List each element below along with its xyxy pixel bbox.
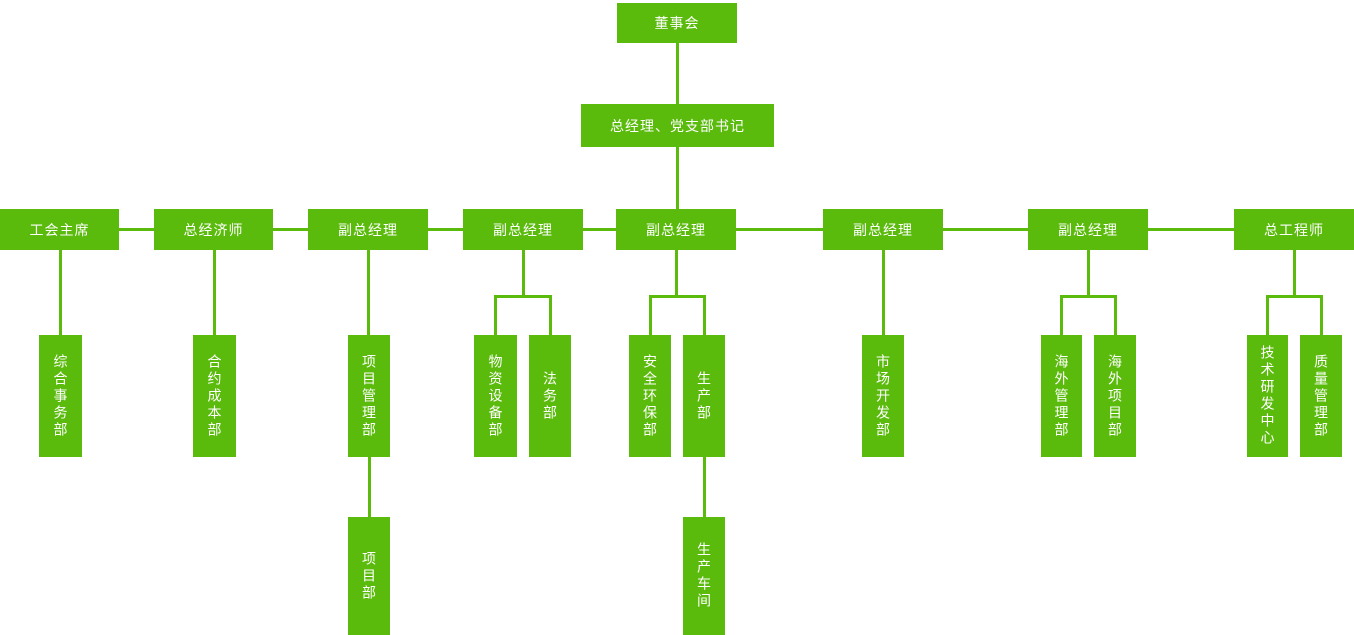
connector-line — [426, 227, 465, 231]
connector-line — [1059, 296, 1063, 335]
connector-line — [1319, 296, 1323, 335]
connector-line — [58, 250, 62, 335]
connector-line — [1265, 294, 1323, 298]
org-node-deputy-gm-5: 副总经理 — [1028, 209, 1148, 250]
org-node-tech-rd-center: 技术研发中心 — [1247, 335, 1288, 457]
org-node-production: 生产部 — [683, 335, 725, 457]
org-node-quality-mgmt: 质量管理部 — [1300, 335, 1342, 457]
connector-line — [702, 457, 706, 517]
org-node-materials-equip: 物资设备部 — [474, 335, 517, 457]
org-node-chief-economist: 总经济师 — [154, 209, 273, 250]
org-node-project-mgmt: 项目管理部 — [348, 335, 390, 457]
connector-line — [1265, 296, 1269, 335]
connector-line — [493, 296, 497, 335]
connector-line — [521, 250, 525, 296]
connector-line — [675, 43, 679, 104]
org-node-workshop: 生产车间 — [683, 517, 725, 635]
org-node-deputy-gm-1: 副总经理 — [308, 209, 428, 250]
connector-line — [581, 227, 618, 231]
org-node-deputy-gm-4: 副总经理 — [823, 209, 943, 250]
connector-line — [1146, 227, 1236, 231]
org-node-gm: 总经理、党支部书记 — [581, 104, 774, 147]
org-node-general-affairs: 综合事务部 — [39, 335, 82, 457]
connector-line — [1113, 296, 1117, 335]
org-node-board: 董事会 — [617, 3, 737, 43]
org-node-contract-cost: 合约成本部 — [193, 335, 236, 457]
connector-line — [1086, 250, 1090, 296]
org-node-market-dev: 市场开发部 — [862, 335, 904, 457]
connector-line — [674, 250, 678, 296]
org-node-legal: 法务部 — [529, 335, 571, 457]
connector-line — [117, 227, 156, 231]
org-node-overseas-project: 海外项目部 — [1094, 335, 1136, 457]
connector-line — [648, 296, 652, 335]
org-node-overseas-mgmt: 海外管理部 — [1041, 335, 1082, 457]
connector-line — [941, 227, 1030, 231]
org-node-deputy-gm-3: 副总经理 — [616, 209, 736, 250]
connector-line — [548, 296, 552, 335]
connector-line — [734, 227, 825, 231]
connector-line — [367, 457, 371, 517]
connector-line — [1292, 250, 1296, 296]
connector-line — [271, 227, 310, 231]
org-node-safety-env: 安全环保部 — [629, 335, 671, 457]
connector-line — [1059, 294, 1117, 298]
connector-line — [648, 294, 706, 298]
connector-line — [675, 147, 679, 209]
connector-line — [212, 250, 216, 335]
connector-line — [366, 250, 370, 335]
connector-line — [493, 294, 552, 298]
org-node-union-chairman: 工会主席 — [0, 209, 119, 250]
org-node-chief-engineer: 总工程师 — [1234, 209, 1354, 250]
connector-line — [881, 250, 885, 335]
org-node-project-dept: 项目部 — [348, 517, 390, 635]
org-node-deputy-gm-2: 副总经理 — [463, 209, 583, 250]
connector-line — [702, 296, 706, 335]
